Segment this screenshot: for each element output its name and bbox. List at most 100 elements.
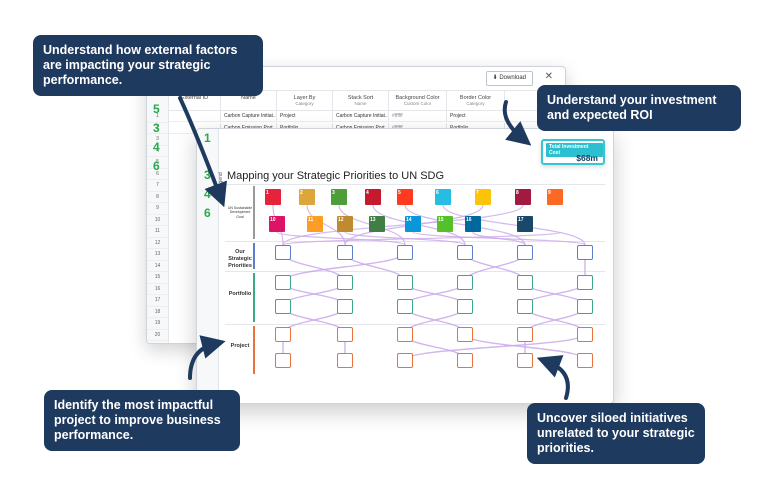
table-cell[interactable]: Carbon Capture Initiat... [333,111,389,121]
graph-node[interactable] [517,353,533,368]
graph-node[interactable] [457,245,473,260]
sdg-link-curve [276,231,406,246]
sdg-goal-tile[interactable]: 16 [465,216,481,232]
table-cell[interactable]: #ffffff [389,122,447,133]
row-number[interactable]: 5 [147,157,168,169]
graph-node[interactable] [517,275,533,290]
download-icon: ⬇ [492,75,498,81]
row-number[interactable]: 6 [147,169,168,180]
table-cell[interactable]: Carbon Emission Port... [333,122,389,133]
sdg-goal-tile[interactable]: 3 [331,189,347,205]
sdg-goal-tile[interactable]: 7 [475,189,491,205]
graph-node[interactable] [397,327,413,342]
row-number[interactable]: 17 [147,295,168,307]
close-icon[interactable]: ✕ [544,71,553,82]
table-cell[interactable]: Project [277,111,333,121]
graph-node[interactable] [397,275,413,290]
graph-node[interactable] [337,275,353,290]
row-number[interactable]: 8 [147,192,168,203]
row-number[interactable]: 7 [147,180,168,192]
graph-node[interactable] [397,299,413,314]
sdg-goal-tile[interactable]: 8 [515,189,531,205]
graph-node[interactable] [577,327,593,342]
swimlane-color-bar [253,186,255,239]
graph-node[interactable] [577,353,593,368]
graph-node[interactable] [577,299,593,314]
sdg-goal-tile[interactable]: 17 [517,216,533,232]
sdg-goal-tile[interactable]: 13 [369,216,385,232]
graph-node[interactable] [337,327,353,342]
graph-node[interactable] [457,353,473,368]
table-cell[interactable]: Portfolio [277,122,333,133]
sdg-link-curve [282,231,562,246]
swimlane [225,324,605,376]
row-number[interactable]: 9 [147,203,168,215]
graph-node[interactable] [457,275,473,290]
column-title: Background Color [395,95,440,101]
total-investment-card: Total Investment Cost $68m [541,139,605,165]
graph-node[interactable] [577,245,593,260]
graph-node[interactable] [577,275,593,290]
row-number[interactable]: 18 [147,307,168,318]
graph-node[interactable] [517,327,533,342]
swimlane-color-bar [253,326,255,374]
sdg-goal-tile[interactable]: 11 [307,216,323,232]
graph-node[interactable] [397,353,413,368]
sdg-goal-tile[interactable]: 4 [365,189,381,205]
graph-node[interactable] [337,299,353,314]
row-number[interactable]: 14 [147,261,168,272]
graph-node[interactable] [275,275,291,290]
row-number[interactable]: 10 [147,215,168,226]
sdg-goal-tile[interactable]: 12 [337,216,353,232]
table-cell[interactable]: Portfolio [447,122,505,133]
swimlane-label: Our Strategic Priorities [228,249,252,269]
sdg-goal-tile[interactable]: 5 [397,189,413,205]
arrow-external [178,96,227,208]
column-header[interactable]: Name [221,91,277,110]
table-cell[interactable]: Carbon Emission Port... [221,122,277,133]
graph-node[interactable] [275,353,291,368]
row-number[interactable]: 4 [147,146,168,157]
row-number[interactable]: 11 [147,226,168,238]
row-number[interactable]: 2 [147,123,168,134]
arrow-roi [502,100,532,146]
graph-node[interactable] [457,299,473,314]
graph-node[interactable] [337,353,353,368]
sdg-goal-tile[interactable]: 15 [437,216,453,232]
table-cell[interactable]: Carbon Capture Initiat... [221,111,277,121]
download-button[interactable]: ⬇ Download [485,71,533,86]
column-title: Border Color [459,95,492,101]
graph-node[interactable] [517,299,533,314]
sdg-goal-tile[interactable]: 1 [265,189,281,205]
graph-node[interactable] [337,245,353,260]
column-header[interactable]: External ID [169,91,221,110]
row-number[interactable]: 12 [147,238,168,249]
row-number[interactable]: 3 [147,134,168,146]
sdg-goal-tile[interactable]: 10 [269,216,285,232]
graph-node[interactable] [457,327,473,342]
row-number[interactable]: 15 [147,272,168,284]
graph-node[interactable] [275,299,291,314]
table-cell[interactable] [169,122,221,133]
row-number[interactable]: 20 [147,330,168,341]
graph-node[interactable] [397,245,413,260]
row-number[interactable]: 16 [147,284,168,295]
row-number[interactable]: 19 [147,318,168,330]
sdg-goal-tile[interactable]: 9 [547,189,563,205]
table-cell[interactable] [169,111,221,121]
arrow-siloed [536,355,570,400]
sdg-goal-tile[interactable]: 14 [405,216,421,232]
graph-node[interactable] [275,245,291,260]
table-cell[interactable]: #ffffff [389,111,447,121]
graph-node[interactable] [517,245,533,260]
sdg-goal-tile[interactable]: 2 [299,189,315,205]
row-number[interactable]: 1 [147,111,168,123]
graph-node[interactable] [275,327,291,342]
sdg-goal-tile[interactable]: 6 [435,189,451,205]
row-number[interactable]: 13 [147,249,168,261]
